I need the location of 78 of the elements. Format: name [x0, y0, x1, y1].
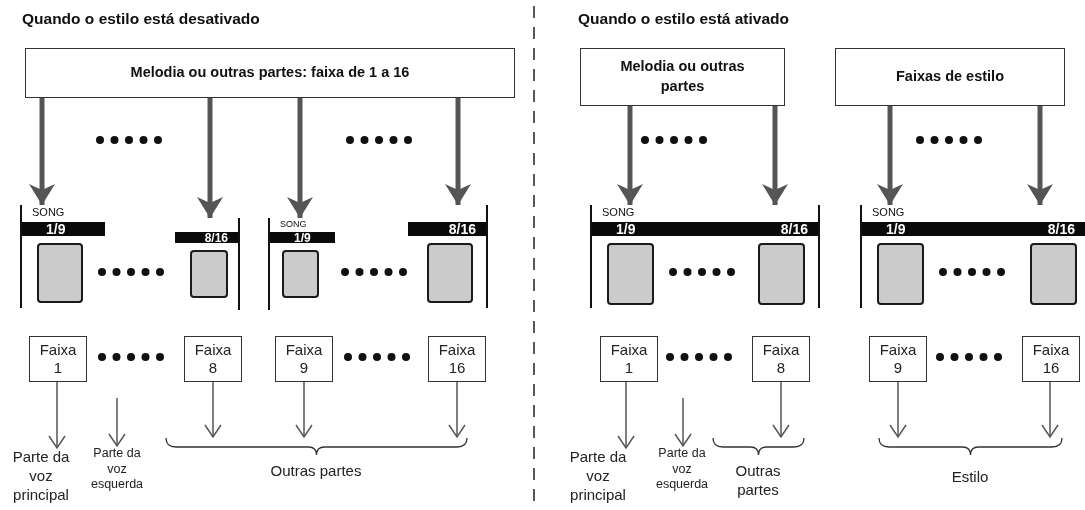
display-screen [590, 205, 820, 308]
box-label: Faixas de estilo [896, 67, 1004, 87]
curly-brace [165, 437, 468, 455]
curly-brace [878, 437, 1063, 455]
track-label: Faixa 8 [193, 341, 233, 377]
track-box [869, 336, 927, 382]
arrow [48, 381, 66, 449]
mode-label: SONG [280, 219, 307, 229]
display-screen [20, 205, 105, 308]
track-label: Faixa 16 [1031, 341, 1071, 377]
track-label: Faixa 9 [878, 341, 918, 377]
track-pad [758, 243, 805, 305]
track-label: Faixa 8 [761, 341, 801, 377]
track-pad [877, 243, 924, 305]
track-counter: 8/16 [204, 231, 228, 244]
group-label: Outras partes [734, 462, 782, 500]
display-screen [408, 205, 488, 308]
arrow [889, 381, 907, 438]
arrow [445, 98, 471, 205]
arrow [108, 397, 126, 447]
arrow [29, 98, 55, 205]
track-counter: 1/9 [46, 222, 66, 236]
part-label: Parte da voz principal [568, 448, 628, 505]
part-box [580, 48, 785, 106]
track-box [752, 336, 810, 382]
box-label: Melodia ou outras partes [619, 57, 746, 96]
part-box [835, 48, 1065, 106]
section-heading: Quando o estilo está ativado [578, 10, 789, 28]
arrow [1027, 106, 1053, 205]
group-label: Outras partes [269, 462, 363, 481]
track-pad [37, 243, 83, 303]
track-box [29, 336, 87, 382]
part-label: Parte da voz esquerda [89, 446, 145, 493]
track-box [600, 336, 658, 382]
arrow [617, 106, 643, 205]
track-box [184, 336, 242, 382]
track-counter: 1/9 [294, 231, 311, 244]
section-heading: Quando o estilo está desativado [22, 10, 260, 28]
part-label: Parte da voz esquerda [654, 446, 710, 493]
display-screen [175, 218, 240, 310]
part-label: Parte da voz principal [11, 448, 71, 505]
track-counter: 1/9 [886, 222, 906, 236]
track-pad [1030, 243, 1077, 305]
track-pad [427, 243, 473, 303]
arrow [295, 381, 313, 438]
track-label: Faixa 9 [284, 341, 324, 377]
track-label: Faixa 1 [38, 341, 78, 377]
arrow [1041, 381, 1059, 438]
track-box [275, 336, 333, 382]
track-label: Faixa 1 [609, 341, 649, 377]
group-label: Estilo [950, 468, 990, 487]
track-pad [282, 250, 319, 298]
track-pad [607, 243, 654, 305]
track-counter: 8/16 [1047, 222, 1075, 236]
display-screen [860, 205, 1085, 308]
display-screen [268, 218, 335, 310]
track-counter: 8/16 [448, 222, 476, 236]
track-box [428, 336, 486, 382]
arrow [204, 381, 222, 438]
mode-label: SONG [602, 206, 635, 218]
track-counter: 1/9 [616, 222, 636, 236]
arrow [287, 98, 313, 218]
curly-brace [712, 437, 805, 455]
mode-label: SONG [32, 206, 65, 218]
arrow [617, 381, 635, 449]
arrow [197, 98, 223, 218]
track-pad [190, 250, 228, 298]
part-box [25, 48, 515, 98]
arrow [448, 381, 466, 438]
arrow [877, 106, 903, 205]
track-counter: 8/16 [780, 222, 808, 236]
arrow [772, 381, 790, 438]
mode-label: SONG [872, 206, 905, 218]
arrow [762, 106, 788, 205]
track-box [1022, 336, 1080, 382]
track-label: Faixa 16 [437, 341, 477, 377]
arrow [674, 397, 692, 447]
box-label: Melodia ou outras partes: faixa de 1 a 16 [130, 63, 410, 83]
